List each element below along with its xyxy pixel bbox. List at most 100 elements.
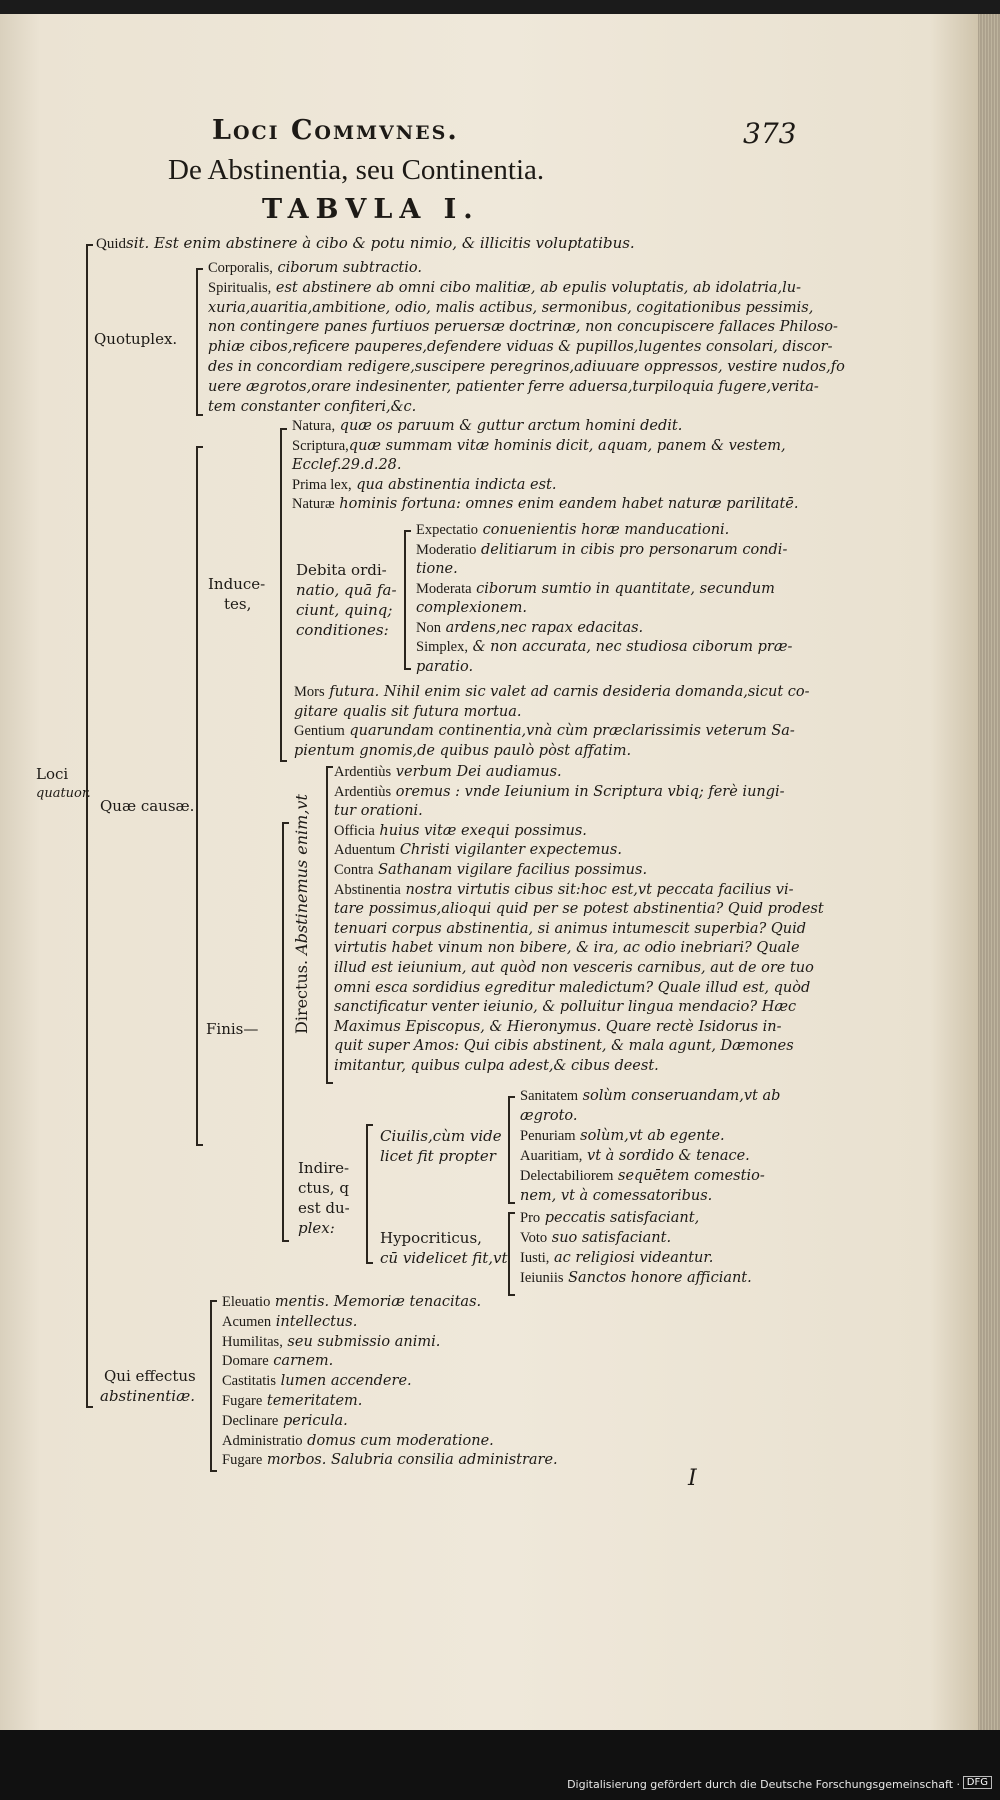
entry-text: omni esca sordidius egreditur maledictum… (334, 979, 811, 996)
entry-row: uere ægrotos,orare indesinenter, patient… (208, 377, 819, 397)
entry-row: Abstinentia nostra virtutis cibus sit:ho… (334, 880, 794, 900)
entry-key: Administratio (222, 1432, 303, 1449)
entry-key: Humilitas, (222, 1333, 283, 1350)
entry-key: Delectabiliorem (520, 1168, 614, 1184)
entry-text: quit super Amos: Qui cibis abstinent, & … (334, 1038, 794, 1055)
entry-text: lumen accendere. (275, 1373, 412, 1390)
entry-text: oremus : vnde Ieiunium in Scriptura vbiq… (391, 783, 785, 800)
entry-row: Officia huius vitæ exequi possimus. (334, 821, 587, 841)
entry-text: suo satisfaciant. (547, 1230, 672, 1246)
entry-text: conuenientis horæ manducationi. (478, 522, 730, 538)
entry-key: Spiritualis, (208, 279, 272, 296)
entry-text: quarundam continentia,vnà cùm præclariss… (344, 723, 795, 739)
label-line: conditiones: (296, 621, 389, 639)
finis-label: Finis— (206, 1020, 259, 1038)
entry-row: Administratio domus cum moderatione. (222, 1431, 494, 1451)
entry-text: delitiarum in cibis pro personarum condi… (476, 541, 788, 558)
entry-key: Auaritiam, (520, 1148, 583, 1164)
inducentes-label: Induce- (208, 575, 266, 593)
entry-row: non contingere panes furtiuos peruersæ d… (208, 317, 838, 337)
entry-text: qua abstinentia indicta est. (351, 476, 557, 493)
entry-row: ægroto. (520, 1106, 577, 1126)
entry-text: gitare qualis sit futura mortua. (294, 703, 522, 720)
entry-row: Gentium quarundam continentia,vnà cùm pr… (294, 721, 795, 741)
entry-row: paratio. (416, 657, 473, 677)
entry-text: tare possimus,alioqui quid per se potest… (334, 901, 824, 918)
causae-bracket (196, 446, 203, 1146)
page-number: 373 (743, 117, 797, 150)
entry-row: Voto suo satisfaciant. (520, 1228, 671, 1248)
entry-row: pientum gnomis,de quibus paulò pòst affa… (294, 741, 631, 761)
dfg-logo: DFG (962, 1776, 992, 1789)
effectus-label: Qui effectus (104, 1367, 196, 1385)
entry-text: ciborum sumtio in quantitate, secundum (471, 580, 775, 597)
label-line: ciunt, quinq; (296, 601, 393, 619)
label-line: licet fit propter (380, 1147, 496, 1165)
entry-text: sequētem comestio- (613, 1168, 765, 1184)
entry-row: Naturæ hominis fortuna: omnes enim eande… (292, 494, 798, 514)
entry-key: Aduentum (334, 842, 396, 859)
entry-row: Expectatio conuenientis horæ manducation… (416, 520, 729, 540)
inducentes-bracket (280, 428, 287, 762)
loci-sub: quatuor. (36, 786, 91, 801)
entry-key: Sanitatem (520, 1088, 578, 1104)
entry-text: solùm conseruandam,vt ab (578, 1088, 781, 1104)
entry-key: Moderata (416, 580, 472, 597)
entry-row: Ieiuniis Sanctos honore afficiant. (520, 1268, 752, 1288)
page-edge (978, 14, 1000, 1730)
entry-text: Maximus Episcopus, & Hieronymus. Quare r… (334, 1018, 782, 1035)
entry-text: ac religiosi videantur. (549, 1250, 714, 1266)
entry-text: nem, vt à comessatoribus. (520, 1188, 713, 1204)
label-line: cū videlicet fit,vt (380, 1249, 508, 1267)
entry-text: ciborum subtractio. (272, 260, 422, 276)
entry-row: xuria,auaritia,ambitione, odio, malis ac… (208, 298, 813, 318)
entry-key: Ardentiùs (334, 783, 392, 800)
entry-row: nem, vt à comessatoribus. (520, 1186, 712, 1206)
entry-row: Aduentum Christi vigilanter expectemus. (334, 840, 622, 860)
quid-label: Quid (96, 236, 126, 252)
entry-row: Corporalis, ciborum subtractio. (208, 258, 422, 278)
label-line: Hypocriticus, (380, 1229, 482, 1247)
book-page: Loci Commvnes. 373 De Abstinentia, seu C… (0, 14, 978, 1730)
entry-key: Expectatio (416, 522, 479, 538)
entry-row: Penuriam solùm,vt ab egente. (520, 1126, 725, 1146)
entry-key: Non (416, 619, 441, 636)
entry-text: tenuari corpus abstinentia, si animus in… (334, 920, 807, 937)
entry-key: Scriptura, (292, 437, 349, 454)
entry-text: nostra virtutis cibus sit:hoc est,vt pec… (400, 881, 794, 898)
entry-row: Humilitas, seu submissio animi. (222, 1332, 440, 1352)
entry-row: Simplex, & non accurata, nec studiosa ci… (416, 637, 792, 657)
entry-row: tione. (416, 559, 458, 579)
entry-row: des in concordiam redigere,suscipere per… (208, 357, 845, 377)
entry-key: Castitatis (222, 1373, 276, 1390)
finis-bracket (282, 822, 289, 1242)
entry-key: Iusti, (520, 1250, 550, 1266)
entry-row: Prima lex, qua abstinentia indicta est. (292, 475, 556, 495)
entry-text: Ecclef.29.d.28. (292, 457, 402, 473)
table-heading: TABVLA I. (262, 194, 480, 225)
label-line: natio, quā fa- (296, 581, 397, 599)
entry-row: Eleuatio mentis. Memoriæ tenacitas. (222, 1292, 481, 1312)
entry-text: & non accurata, nec studiosa ciborum præ… (467, 639, 793, 655)
entry-key: Officia (334, 822, 375, 839)
entry-text: seu submissio animi. (282, 1333, 441, 1350)
entry-key: Ieiuniis (520, 1270, 564, 1286)
entry-row: Scriptura,quæ summam vitæ hominis dicit,… (292, 436, 786, 456)
entry-row: tur orationi. (334, 801, 423, 821)
entry-key: Simplex, (416, 639, 468, 655)
label-line: Debita ordi- (296, 561, 387, 579)
entry-row: Natura, quæ os paruum & guttur arctum ho… (292, 416, 682, 436)
entry-text: peccatis satisfaciant, (540, 1210, 700, 1226)
causae-label: Quæ causæ. (100, 797, 195, 815)
entry-key: Contra (334, 862, 374, 878)
entry-key: Fugare (222, 1452, 263, 1469)
directus-label: Directus. Abstinemus enim,vt (292, 794, 311, 1034)
entry-text: morbos. Salubria consilia administrare. (262, 1452, 558, 1469)
entry-text: uere ægrotos,orare indesinenter, patient… (208, 378, 819, 395)
entry-row: Declinare pericula. (222, 1411, 348, 1431)
entry-row: complexionem. (416, 598, 527, 618)
signature-mark: I (688, 1466, 697, 1491)
entry-text: intellectus. (271, 1313, 358, 1330)
entry-text: Sathanam vigilare facilius possimus. (373, 862, 648, 878)
entry-row: Fugare morbos. Salubria consilia adminis… (222, 1450, 558, 1470)
